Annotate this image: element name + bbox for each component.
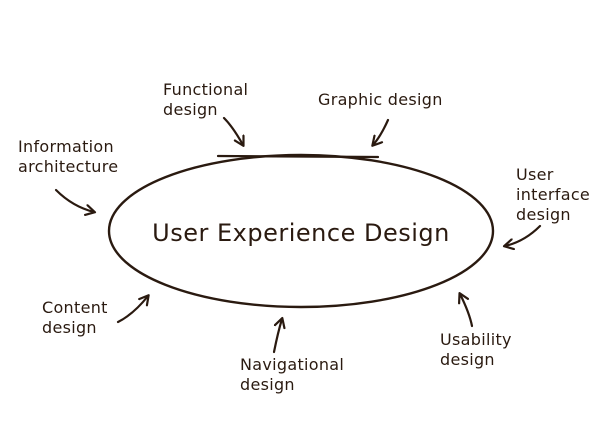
label-line: design (42, 318, 97, 337)
label-line: design (240, 375, 295, 394)
label-line: User (516, 165, 554, 184)
label-line: design (516, 205, 571, 224)
center-ellipse (107, 153, 495, 309)
arrow-information (54, 188, 94, 212)
label-line: design (440, 350, 495, 369)
label-user-interface-design: User interface design (516, 165, 590, 225)
label-content-design: Content design (42, 298, 108, 338)
arrow-graphic (373, 118, 390, 145)
label-functional-design: Functional design (163, 80, 248, 120)
label-line: design (163, 100, 218, 119)
label-information-architecture: Information architecture (18, 137, 118, 177)
arrow-navigational (272, 319, 282, 354)
arrow-usability (460, 294, 474, 328)
label-line: Navigational (240, 355, 345, 374)
label-line: Content (42, 298, 108, 317)
arrow-user-interface (505, 224, 542, 246)
label-line: Graphic design (318, 90, 443, 109)
center-title: User Experience Design (152, 219, 450, 247)
label-line: architecture (18, 157, 119, 176)
label-navigational-design: Navigational design (240, 355, 344, 395)
label-line: interface (516, 185, 591, 204)
label-graphic-design: Graphic design (318, 90, 443, 110)
label-line: Functional (163, 80, 249, 99)
label-usability-design: Usability design (440, 330, 512, 370)
label-line: Information (18, 137, 114, 156)
arrow-content (116, 296, 148, 324)
arrow-functional (222, 116, 243, 145)
label-line: Usability (440, 330, 512, 349)
top-tangent-line (216, 154, 380, 159)
